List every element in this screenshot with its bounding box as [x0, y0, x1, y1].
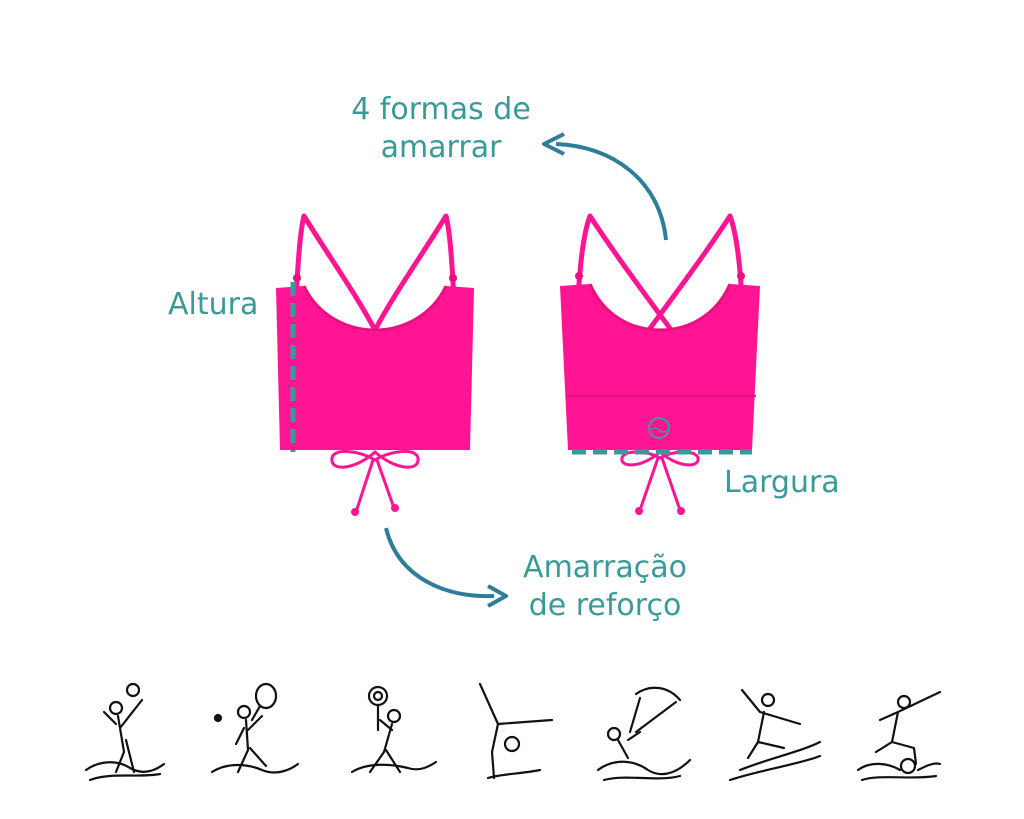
arrow-tie-ways — [542, 132, 668, 241]
tie-ways-label: 4 formas de amarrar — [336, 91, 546, 167]
kitesurfer-icon — [596, 686, 692, 782]
reinforcement-tie-label: Amarração de reforço — [508, 549, 702, 625]
width-label: Largura — [724, 465, 840, 500]
soccer-player-icon — [856, 690, 942, 782]
reinforcement-tie-label-line1: Amarração — [523, 550, 687, 585]
reinforcement-tie-label-line2: de reforço — [528, 588, 682, 623]
top-front-view — [276, 213, 474, 516]
top-back-view — [560, 213, 760, 515]
arrow-reinforcement-tie — [384, 527, 508, 608]
tie-ways-label-line2: amarrar — [380, 130, 502, 165]
volleyball-player-icon — [84, 682, 166, 782]
gymnast-icon — [478, 682, 554, 780]
weightlifter-icon — [350, 685, 438, 774]
brand-logo-icon — [648, 417, 670, 439]
tennis-player-icon — [210, 682, 300, 774]
height-label: Altura — [168, 287, 259, 322]
surfer-icon — [728, 688, 822, 782]
tie-ways-label-line1: 4 formas de — [351, 92, 531, 127]
